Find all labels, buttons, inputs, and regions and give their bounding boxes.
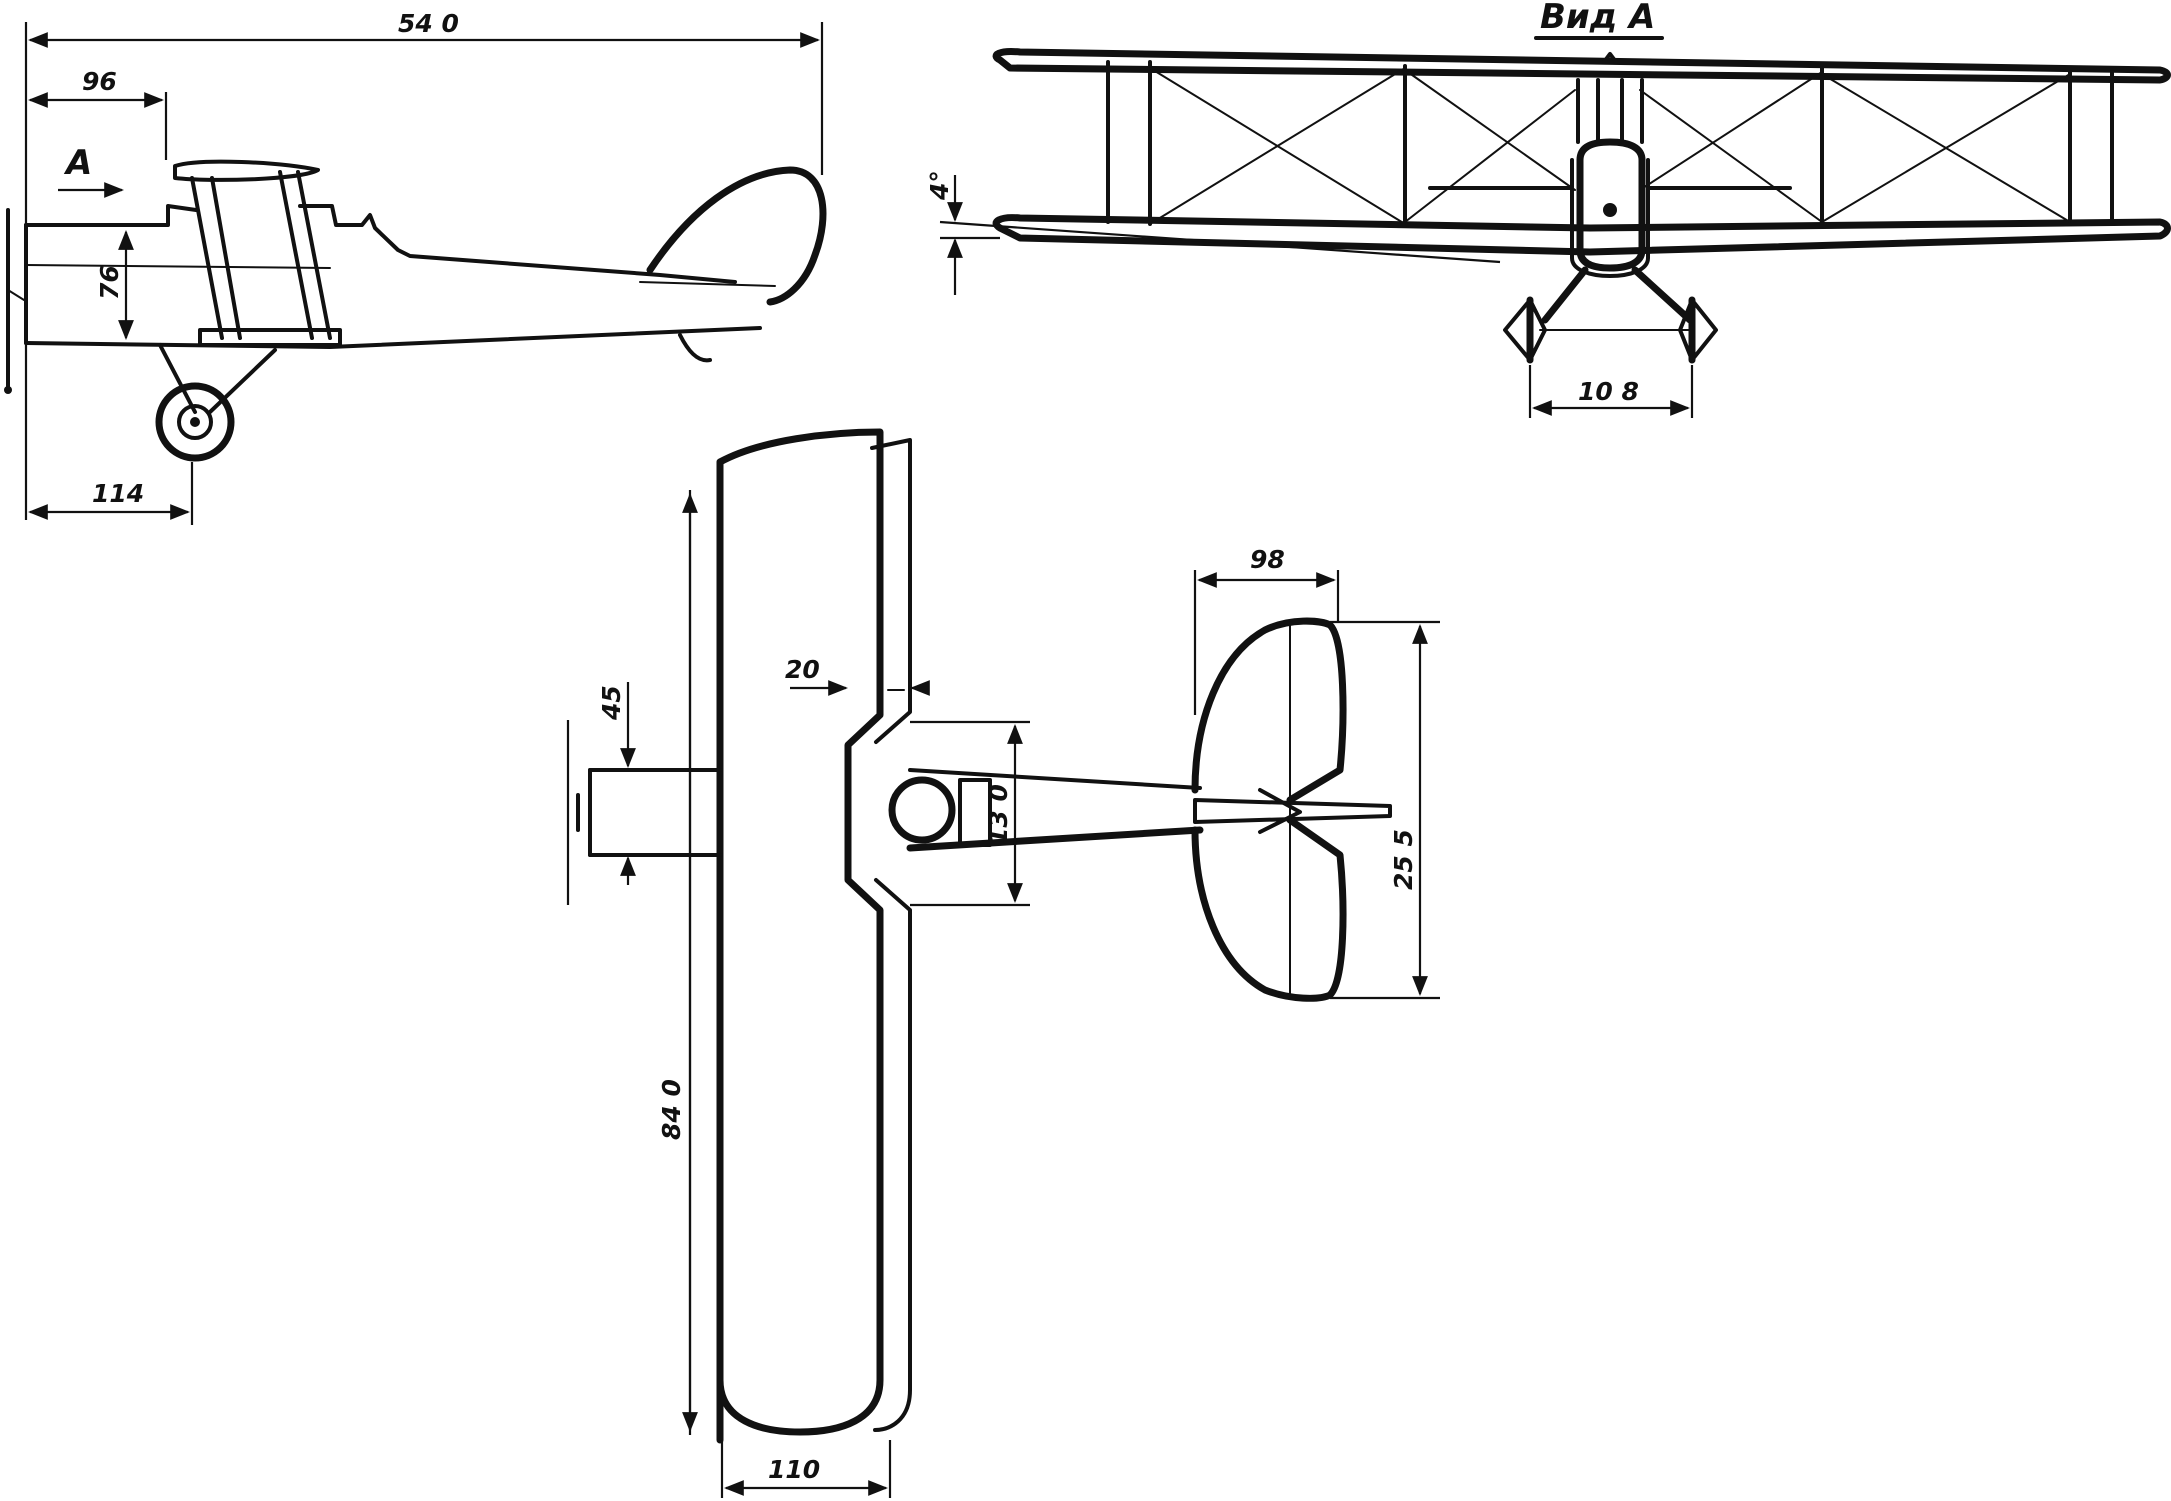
dim-cockpit-width: 13 0 xyxy=(984,784,1013,845)
dim-overall-length: 54 0 xyxy=(398,9,459,38)
view-arrow-a: A xyxy=(58,143,124,198)
dim-wing-chord: 110 xyxy=(768,1455,820,1484)
landing-gear-side xyxy=(155,343,277,462)
view-arrow-label: A xyxy=(63,143,92,183)
side-view: A 54 0 96 76 114 xyxy=(4,9,827,525)
wings-side xyxy=(173,159,342,347)
dim-nose-to-wheel: 114 xyxy=(92,479,144,508)
lower-wing-front xyxy=(992,214,2171,256)
fuselage-side xyxy=(24,204,780,349)
upper-wing-top xyxy=(716,428,912,1444)
dim-stab-chord: 98 xyxy=(1250,545,1285,574)
dim-wheel-track: 10 8 xyxy=(1578,377,1639,406)
tailplane-top xyxy=(1191,617,1392,1002)
propeller-side xyxy=(4,208,25,394)
dim-nose-to-wing: 96 xyxy=(82,67,117,96)
front-view: Вид А xyxy=(925,0,2171,418)
front-view-title: Вид А xyxy=(1540,0,1655,37)
fuselage-top xyxy=(570,768,1390,857)
landing-gear-front xyxy=(1503,266,1718,364)
dim-nose-width: 45 xyxy=(597,685,626,721)
dim-stab-span: 25 5 xyxy=(1389,829,1418,890)
upper-wing-front xyxy=(992,48,2171,84)
side-dimensions: 54 0 96 76 114 xyxy=(24,9,824,525)
tail-fin-side xyxy=(646,166,827,363)
dim-dihedral: 4° xyxy=(925,170,954,201)
dim-wingspan: 84 0 xyxy=(657,1079,686,1140)
top-dimensions: 84 0 110 20 45 13 0 98 25 5 xyxy=(566,490,1440,1498)
front-dimensions: 4° 10 8 xyxy=(925,170,1694,418)
interplane-struts xyxy=(1106,60,2114,228)
dim-fuselage-height: 76 xyxy=(95,265,124,300)
fuselage-front xyxy=(1428,52,1792,278)
top-view: 84 0 110 20 45 13 0 98 25 5 xyxy=(566,428,1440,1498)
dim-wing-offset: 20 xyxy=(785,655,820,684)
